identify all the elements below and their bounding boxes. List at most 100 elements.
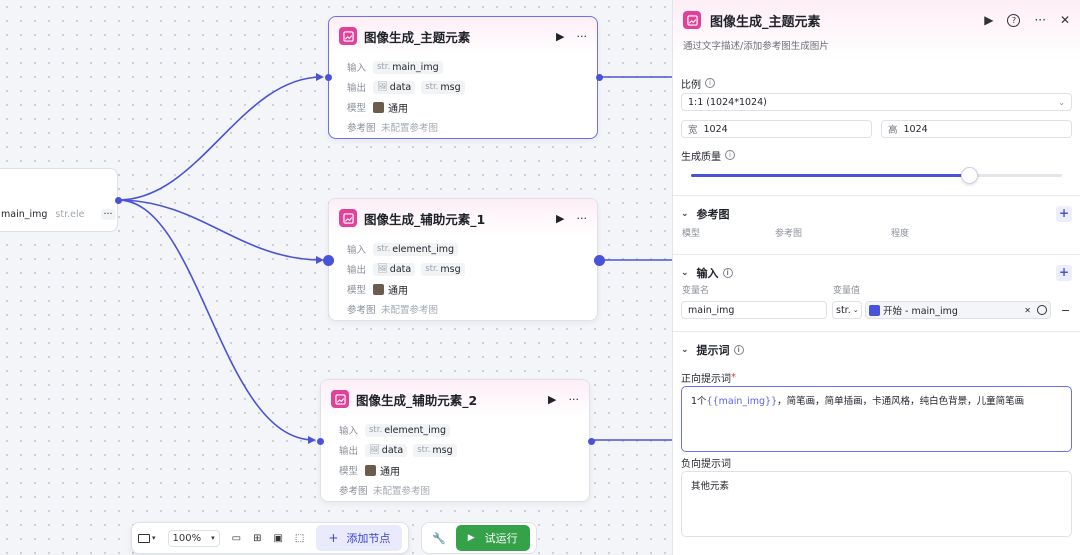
output-tag-msg: str.msg [421,262,465,276]
canvas-toolbar: ▾ 100% ▾ ▭ ⊞ ▣ ⬚ + 添加节点 [131,522,410,554]
test-run-button[interactable]: ▶ 试运行 [455,525,530,551]
image-icon: 🖼 [369,445,380,455]
more-options-button[interactable]: ··· [568,392,580,406]
panel-title: 图像生成_主题元素 [710,14,821,30]
remove-input-button[interactable]: − [1061,303,1071,317]
input-port[interactable] [325,74,332,81]
arrow-node3 [308,436,316,444]
negative-prompt-label: 负向提示词 [681,458,731,470]
output-tag-msg: str.msg [413,443,457,457]
negative-prompt-input[interactable]: 其他元素 [681,471,1072,537]
ref-section-header[interactable]: ⌄ 参考图 + [673,196,1080,232]
model-value: 通用 [380,466,400,478]
more-icon[interactable]: ··· [1034,13,1046,27]
add-input-button[interactable]: + [1056,265,1072,281]
var-name-input[interactable]: main_img [681,301,827,319]
input-tag: str.element_img [373,242,459,256]
input-label: 输入 [347,63,367,74]
layout-button[interactable]: ⊞ [253,533,261,544]
output-tag-data: 🖼data [373,80,416,94]
prompt-section-title: 提示词 [696,344,730,357]
input-section-header[interactable]: ⌄ 输入 i + [673,255,1080,291]
add-node-button[interactable]: + 添加节点 [316,525,403,551]
fit-view-icon: ⬚ [294,532,305,544]
input-port[interactable] [323,255,334,266]
node-image-gen-aux-2[interactable]: 图像生成_辅助元素_2 ▶ ··· 输入 str.element_img 输出 … [317,379,595,502]
arrow-node1 [316,73,324,81]
node-image-gen-main[interactable]: 图像生成_主题元素 ▶ ··· 输入 str.main_img 输出 🖼data… [325,16,603,139]
panel-header: 图像生成_主题元素 ▶ ? ··· ✕ 通过文字描述/添加参考图生成图片 [673,0,1080,60]
start-output-port[interactable] [115,197,122,204]
add-ref-button[interactable]: + [1056,206,1072,222]
target-icon[interactable] [1037,305,1047,315]
positive-prompt-label: 正向提示词* [681,371,736,385]
minimap-icon [138,533,150,543]
output-port[interactable] [594,255,605,266]
node-title: 图像生成_辅助元素_1 [364,211,486,227]
run-icon[interactable]: ▶ [984,13,994,27]
ref-value: 未配置参考图 [381,123,439,134]
grid-icon: ⊞ [253,532,262,544]
image-icon: 🖼 [377,264,388,274]
help-icon[interactable]: ? [1007,13,1021,27]
quality-slider-thumb[interactable] [961,166,979,184]
quality-slider-fill [691,173,970,177]
run-node-button[interactable]: ▶ [548,392,557,406]
start-node-icon [869,304,880,316]
more-options-button[interactable]: ··· [576,211,588,225]
model-label: 模型 [339,466,359,477]
edge-start-to-node2 [117,199,323,261]
input-label: 输入 [339,426,359,437]
node-image-gen-aux-1[interactable]: 图像生成_辅助元素_1 ▶ ··· 输入 str.element_img 输出 … [323,198,605,321]
model-label: 模型 [347,285,367,296]
input-label: 输入 [347,245,367,256]
image-button[interactable]: ▣ [273,533,282,544]
chevron-down-icon: ⌄ [681,345,689,355]
ratio-select[interactable]: 1:1 (1024*1024) ⌄ [681,93,1072,111]
fit-view-button[interactable]: ⬚ [295,533,304,544]
run-node-button[interactable]: ▶ [556,29,565,43]
info-icon: i [722,268,733,278]
run-node-button[interactable]: ▶ [556,211,565,225]
positive-prompt-input[interactable]: 1个{{main_img}}，简笔画，简单插画，卡通风格，纯白色背景，儿童简笔画 [681,386,1072,452]
play-icon: ▶ [467,533,475,543]
image-icon: 🖼 [377,82,388,92]
output-tag-data: 🖼data [365,443,408,457]
model-value: 通用 [388,285,408,297]
var-value-col: 变量值 [833,285,861,296]
node-title: 图像生成_辅助元素_2 [356,392,478,408]
ref-section-title: 参考图 [696,208,730,221]
comment-button[interactable]: ▭ [232,533,241,544]
add-node-label: 添加节点 [346,532,391,545]
start-more-button[interactable]: ··· [100,209,116,220]
start-node[interactable]: main_img str.ele ··· [0,168,122,232]
start-output-tag: main_img [1,209,48,220]
ref-label: 参考图 [347,123,376,134]
output-label: 输出 [339,446,359,457]
minimap-toggle[interactable]: ▾ [138,533,156,543]
image-icon: ▣ [273,532,283,544]
zoom-select[interactable]: 100% ▾ [167,529,220,547]
clear-icon[interactable]: ✕ [1024,305,1031,315]
info-icon: i [705,78,715,88]
more-options-button[interactable]: ··· [576,29,588,43]
comment-icon: ▭ [231,532,242,544]
var-type-select[interactable]: str.⌄ [832,301,862,319]
close-icon[interactable]: ✕ [1059,13,1070,27]
arrow-node2 [316,256,324,264]
var-ref-field[interactable]: 开始 - main_img ✕ [865,301,1051,319]
input-port[interactable] [317,438,324,445]
run-toolbar: 🔧 ▶ 试运行 [421,522,537,554]
wrench-icon[interactable]: 🔧 [432,531,446,545]
output-port[interactable] [596,74,603,81]
chevron-down-icon: ⌄ [681,268,689,278]
model-avatar-icon [373,283,384,295]
panel-subtitle: 通过文字描述/添加参考图生成图片 [683,41,829,52]
prompt-section-header[interactable]: ⌄ 提示词 i [673,332,1080,368]
quality-slider[interactable] [691,166,1062,184]
output-port[interactable] [588,438,595,445]
